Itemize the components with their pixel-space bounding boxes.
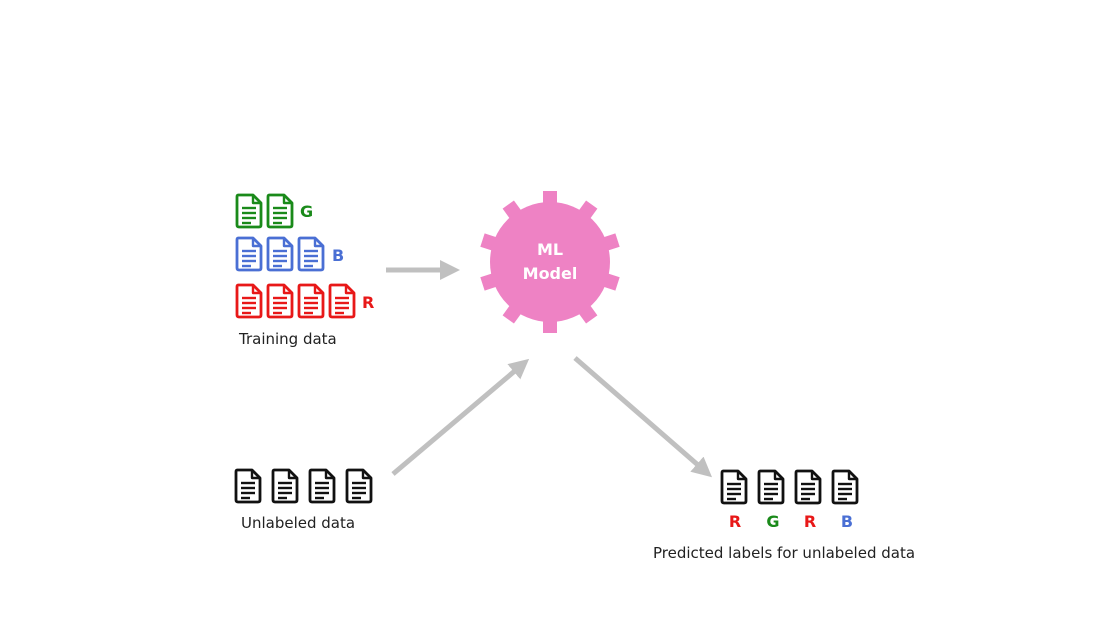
model-label: ML Model xyxy=(490,238,610,286)
unlabeled-data-caption: Unlabeled data xyxy=(241,514,356,532)
document-icon xyxy=(345,468,373,504)
training-label-r: R xyxy=(362,293,375,312)
model-label-line1: ML xyxy=(536,240,564,259)
document-icon xyxy=(720,469,748,505)
document-icon xyxy=(266,236,294,272)
training-label-b: B xyxy=(332,246,345,265)
predicted-label-1: R xyxy=(728,512,742,531)
training-data-caption: Training data xyxy=(239,330,337,348)
document-icon xyxy=(235,236,263,272)
document-icon xyxy=(794,469,822,505)
document-icon xyxy=(266,193,294,229)
model-to-predicted-arrow xyxy=(573,356,713,478)
document-icon xyxy=(235,283,263,319)
document-icon xyxy=(297,236,325,272)
predicted-label-4: B xyxy=(840,512,854,531)
unlabeled-to-model-arrow xyxy=(391,358,530,476)
predicted-labels-caption: Predicted labels for unlabeled data xyxy=(653,544,916,562)
document-icon xyxy=(234,468,262,504)
gear-icon xyxy=(480,191,620,333)
document-icon xyxy=(271,468,299,504)
predicted-label-2: G xyxy=(766,512,780,531)
document-icon xyxy=(757,469,785,505)
document-icon xyxy=(308,468,336,504)
training-label-g: G xyxy=(300,202,314,221)
gear-body xyxy=(490,202,610,322)
document-icon xyxy=(328,283,356,319)
document-icon xyxy=(266,283,294,319)
document-icon xyxy=(235,193,263,229)
predicted-label-3: R xyxy=(803,512,817,531)
document-icon xyxy=(297,283,325,319)
model-label-line2: Model xyxy=(522,264,578,283)
document-icon xyxy=(831,469,859,505)
